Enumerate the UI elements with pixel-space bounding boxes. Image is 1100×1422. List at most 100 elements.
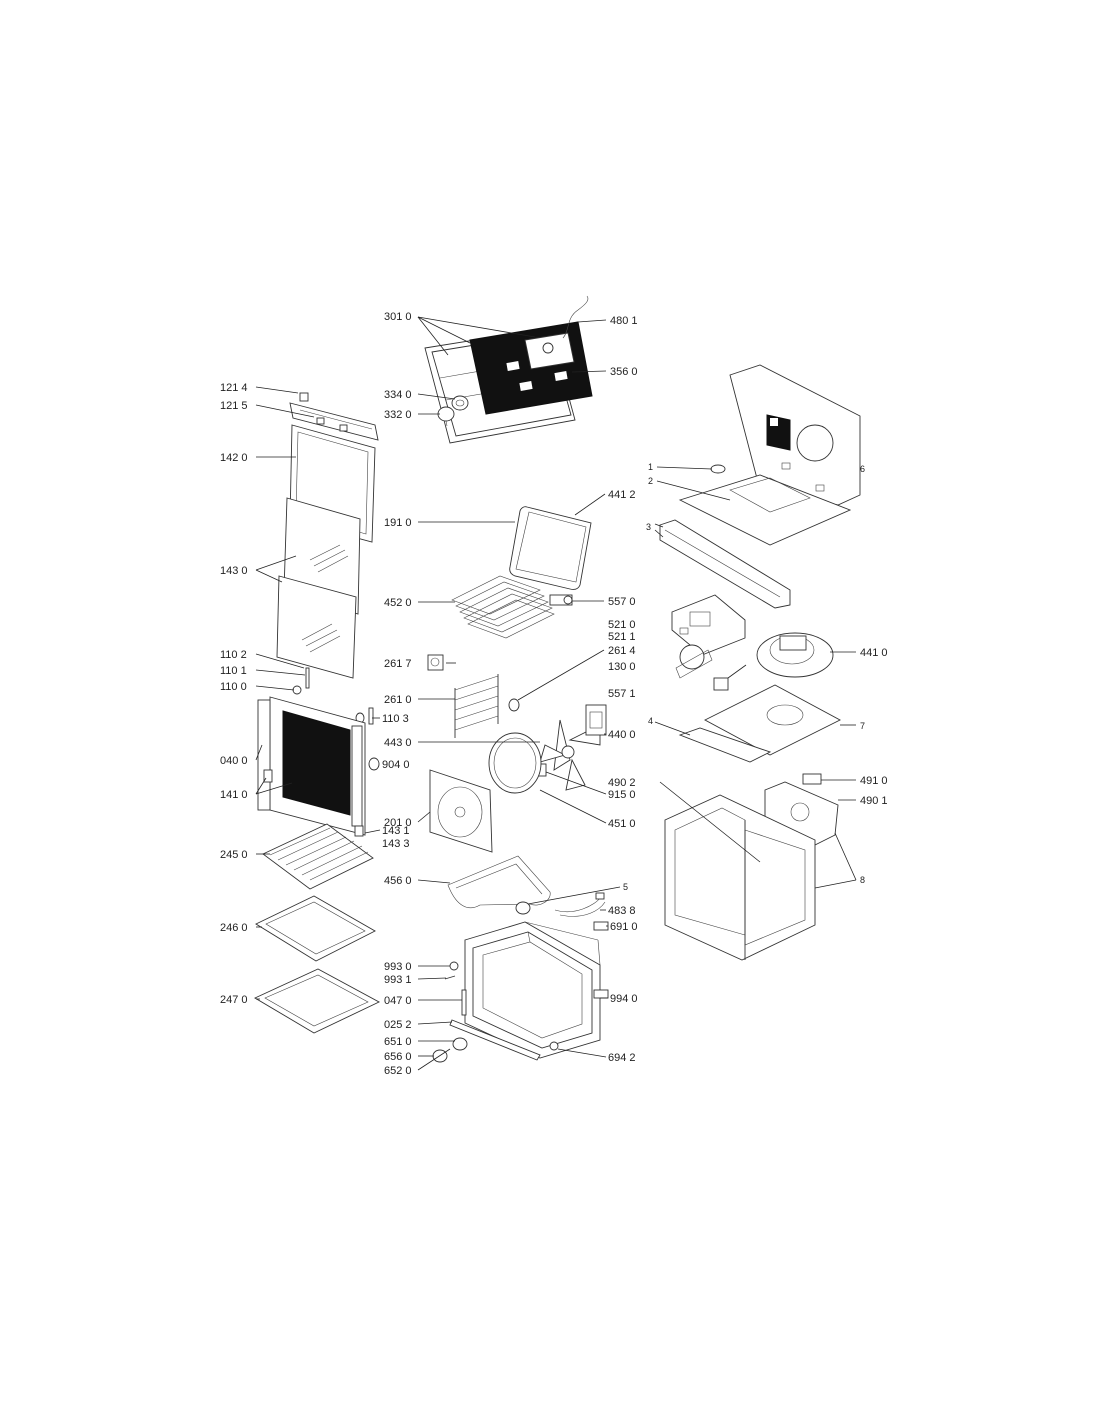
label-110-3: 110 3 [382, 713, 409, 725]
label-5: 5 [623, 882, 628, 892]
knob-334-part [451, 395, 469, 411]
label-261-4: 261 4 [608, 645, 636, 657]
label-652-0: 652 0 [384, 1065, 412, 1077]
label-261-0: 261 0 [384, 694, 412, 706]
lamp-261-7-part [427, 654, 444, 671]
label-915-0: 915 0 [608, 789, 636, 801]
label-143-0: 143 0 [220, 565, 248, 577]
rack-245-part [262, 823, 374, 890]
label-8: 8 [860, 875, 865, 885]
label-142-0: 142 0 [220, 452, 248, 464]
bulb-261-4-part [508, 698, 520, 712]
label-691-0: 691 0 [610, 921, 638, 933]
label-490-2: 490 2 [608, 777, 636, 789]
label-356-0: 356 0 [610, 366, 638, 378]
thermostat-557-part [549, 594, 573, 606]
label-651-0: 651 0 [384, 1036, 412, 1048]
label-441-0: 441 0 [860, 647, 888, 659]
label-201-0: 201 0 [384, 817, 412, 829]
bottom-plate-2-part [678, 474, 852, 546]
label-1: 1 [648, 462, 653, 472]
label-557-1: 557 1 [608, 688, 636, 700]
strip-4-part [678, 727, 772, 763]
label-521-0: 521 0 [608, 619, 636, 631]
label-110-0: 110 0 [220, 681, 247, 693]
label-334-0: 334 0 [384, 389, 412, 401]
outer-casing-8-part [664, 794, 816, 961]
label-3: 3 [646, 522, 651, 532]
label-121-5: 121 5 [220, 400, 248, 412]
label-110-2: 110 2 [220, 649, 247, 661]
heating-element-452-part [451, 575, 555, 639]
hinge-047-part [461, 989, 467, 1016]
label-993-0: 993 0 [384, 961, 412, 973]
label-904-0: 904 0 [382, 759, 410, 771]
label-2: 2 [648, 476, 653, 486]
label-451-0: 451 0 [608, 818, 636, 830]
label-993-1: 993 1 [384, 974, 412, 986]
label-483-8: 483 8 [608, 905, 636, 917]
label-694-2: 694 2 [608, 1052, 636, 1064]
part-labels: 301 0 480 1 356 0 334 0 332 0 121 4 121 … [220, 311, 888, 1077]
label-110-1: 110 1 [220, 665, 247, 677]
label-040-0: 040 0 [220, 755, 248, 767]
label-141-0: 141 0 [220, 789, 248, 801]
label-025-2: 025 2 [384, 1019, 412, 1031]
label-143-1: 143 1 [382, 825, 410, 837]
label-491-0: 491 0 [860, 775, 888, 787]
label-456-0: 456 0 [384, 875, 412, 887]
label-246-0: 246 0 [220, 922, 248, 934]
fan-motor-440-part [585, 704, 607, 736]
label-440-0: 440 0 [608, 729, 636, 741]
label-143-3: 143 3 [382, 838, 410, 850]
clip-691-part [593, 921, 609, 931]
bracket-3-part [659, 519, 791, 609]
electronic-board-521-part [671, 594, 746, 656]
leader-lines [255, 316, 857, 1071]
motor-130-part [675, 644, 713, 679]
label-247-0: 247 0 [220, 994, 248, 1006]
knobs-651-part [432, 1037, 468, 1063]
label-557-0: 557 0 [608, 596, 636, 608]
tray-247-part [254, 968, 380, 1034]
label-4: 4 [648, 716, 653, 726]
cable-483-part [554, 892, 606, 917]
back-panel-6-part [729, 364, 861, 506]
label-047-0: 047 0 [384, 995, 412, 1007]
label-443-0: 443 0 [384, 737, 412, 749]
connector-491-part [802, 773, 822, 785]
door-top-profile-part [289, 392, 379, 441]
foot-5-part [515, 901, 531, 915]
label-6: 6 [860, 464, 865, 474]
label-261-7: 261 7 [384, 658, 412, 670]
label-7: 7 [860, 721, 865, 731]
fan-441-part [756, 632, 834, 678]
label-521-1: 521 1 [608, 631, 636, 643]
label-441-2: 441 2 [608, 489, 636, 501]
door-clip-110-part [292, 667, 374, 725]
cavity-trim-025-part [449, 1019, 541, 1061]
sensor-557-1-part [713, 677, 729, 691]
label-452-0: 452 0 [384, 597, 412, 609]
tray-246-part [255, 895, 376, 962]
hinge-904-part [368, 757, 380, 771]
label-656-0: 656 0 [384, 1051, 412, 1063]
label-130-0: 130 0 [608, 661, 636, 673]
label-301-0: 301 0 [384, 311, 412, 323]
label-480-1: 480 1 [610, 315, 638, 327]
label-994-0: 994 0 [610, 993, 638, 1005]
side-rail-261-part [454, 674, 499, 738]
label-332-0: 332 0 [384, 409, 412, 421]
fan-cover-201-part [429, 769, 493, 853]
ring-element-451-part [488, 732, 542, 794]
control-panel-part [424, 295, 593, 444]
label-191-0: 191 0 [384, 517, 412, 529]
foot-694-part [549, 1041, 559, 1051]
label-245-0: 245 0 [220, 849, 248, 861]
knob-332-part [437, 406, 455, 427]
door-glass-143-part [276, 497, 361, 679]
label-490-1: 490 1 [860, 795, 888, 807]
cap-1-part [710, 464, 726, 474]
oven-cavity-part [464, 921, 609, 1059]
